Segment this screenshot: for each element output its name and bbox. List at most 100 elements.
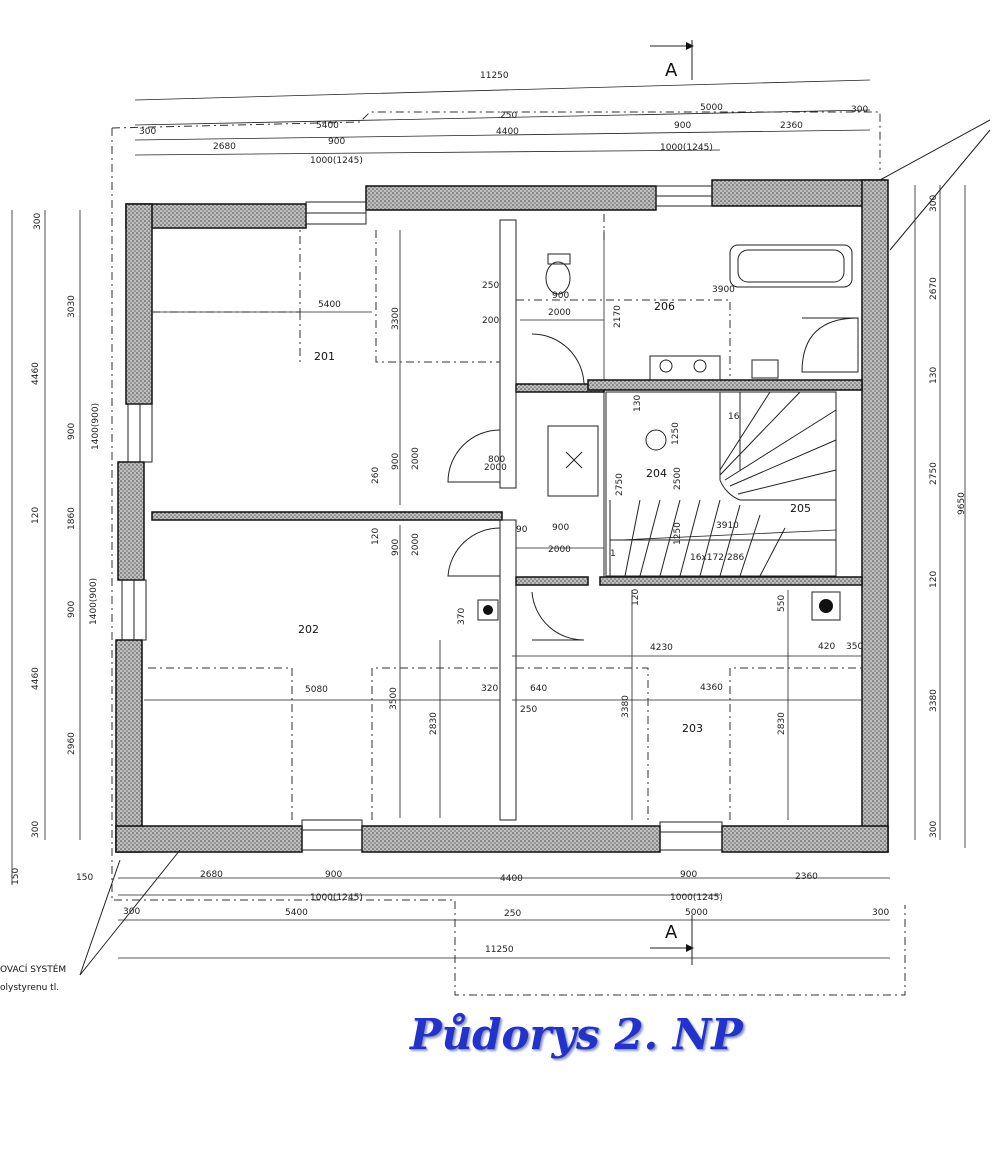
dim-top-win-b: 1000(1245)	[660, 143, 713, 153]
dim-420: 420	[818, 642, 835, 652]
dim-bot-2360: 2360	[795, 872, 818, 882]
dim-r201-height: 3300	[391, 307, 401, 330]
dim-900a: 900	[391, 453, 401, 470]
dim-120: 120	[371, 528, 381, 545]
dim-370: 370	[457, 608, 467, 625]
dim-r206-900: 900	[552, 291, 569, 301]
dim-left-300: 300	[33, 213, 43, 230]
dim-bot-win-a: 1000(1245)	[310, 893, 363, 903]
dim-r206-2000: 2000	[548, 308, 571, 318]
dim-260: 260	[371, 467, 381, 484]
door-swings	[447, 333, 667, 641]
dim-left-300b: 300	[31, 821, 41, 838]
dim-bot-150b: 150	[11, 868, 21, 885]
section-label-bottom: A	[665, 922, 678, 943]
dim-bot-5000: 5000	[685, 908, 708, 918]
note-leaders	[79, 119, 991, 976]
dim-right-3380: 3380	[929, 689, 939, 712]
dim-250: 250	[482, 281, 499, 291]
windows	[121, 185, 723, 851]
dim-r204-3910: 3910	[716, 521, 739, 531]
dim-r204-2500: 2500	[673, 467, 683, 490]
dim-top-win-a: 1000(1245)	[310, 156, 363, 166]
dim-right-9650: 9650	[957, 492, 967, 515]
dim-bot-900b: 900	[680, 870, 697, 880]
stair-steps-label: 16	[728, 412, 740, 422]
dim-r203-4360: 4360	[700, 683, 723, 693]
dim-right-2750: 2750	[929, 462, 939, 485]
dim-320: 320	[481, 684, 498, 694]
dim-2000a: 2000	[411, 447, 421, 470]
dim-left-900b: 900	[67, 601, 77, 618]
dim-left-1860: 1860	[67, 507, 77, 530]
insulation-outline	[111, 111, 906, 996]
dim-bot-300a: 300	[123, 907, 140, 917]
insulation-note-line2: olystyrenu tl.	[0, 983, 59, 993]
dim-left-4460b: 4460	[31, 667, 41, 690]
dim-left-900a: 900	[67, 423, 77, 440]
dim-250b: 250	[520, 705, 537, 715]
dim-r202-5080: 5080	[305, 685, 328, 695]
room-204-label: 204	[646, 467, 667, 480]
dim-r202-2830: 2830	[429, 712, 439, 735]
dim-right-120: 120	[929, 571, 939, 588]
section-label-top: A	[665, 60, 678, 81]
dim-left-2960: 2960	[67, 732, 77, 755]
room-203-label: 203	[682, 722, 703, 735]
dim-top-900b: 900	[674, 121, 691, 131]
dim-top-right: 5000	[700, 103, 723, 113]
dim-bot-2680: 2680	[200, 870, 223, 880]
dim-top-900a: 900	[328, 137, 345, 147]
dim-bot-250: 250	[504, 909, 521, 919]
dim-120b: 120	[631, 589, 641, 606]
dim-200: 200	[482, 316, 499, 326]
dim-top-300a: 300	[139, 127, 156, 137]
dim-350: 350	[846, 642, 863, 652]
dim-top-mid: 250	[500, 111, 517, 121]
dim-bot-win-b: 1000(1245)	[670, 893, 723, 903]
dim-bot-900a: 900	[325, 870, 342, 880]
bathroom-fixtures	[477, 244, 859, 621]
dim-left-1400a: 1400(900)	[91, 403, 101, 450]
dim-right-300b: 300	[929, 821, 939, 838]
dim-r204-130: 130	[633, 395, 643, 412]
room-202-label: 202	[298, 623, 319, 636]
dim-550: 550	[777, 595, 787, 612]
dim-r204-1250b: 1250	[673, 522, 683, 545]
dim-right-300: 300	[929, 195, 939, 212]
exterior-walls	[115, 179, 889, 853]
dim-top-total: 11250	[480, 71, 509, 81]
dim-r204-2000: 2000	[548, 545, 571, 555]
dim-left-120: 120	[31, 507, 41, 524]
dim-r201-width: 5400	[318, 300, 341, 310]
dim-top-2360: 2360	[780, 121, 803, 131]
section-marker-bottom: A	[650, 915, 694, 965]
dim-r203-4230: 4230	[650, 643, 673, 653]
dim-right-2670: 2670	[929, 277, 939, 300]
dim-bot-4400: 4400	[500, 874, 523, 884]
staircase	[605, 391, 837, 577]
dim-r204-90: 90	[516, 525, 528, 535]
door-dim-800: 800	[488, 455, 505, 465]
dim-r204-900: 900	[552, 523, 569, 533]
room-206-label: 206	[654, 300, 675, 313]
room-205-label: 205	[790, 502, 811, 515]
dim-r204-1250a: 1250	[671, 422, 681, 445]
interior-walls	[151, 219, 863, 821]
dim-top-4400: 4400	[496, 127, 519, 137]
dim-right-130: 130	[929, 367, 939, 384]
dim-900b: 900	[391, 539, 401, 556]
dim-top-left: 5400	[316, 121, 339, 131]
dim-2000b: 2000	[411, 533, 421, 556]
dim-top-300b: 300	[851, 105, 868, 115]
dim-r206-3900: 3900	[712, 285, 735, 295]
insulation-note-line1: OVACÍ SYSTÉM	[0, 963, 66, 975]
dim-left-1400b: 1400(900)	[89, 578, 99, 625]
dim-top-2680: 2680	[213, 142, 236, 152]
dim-left-4460a: 4460	[31, 362, 41, 385]
dimension-lines	[11, 79, 966, 959]
dim-bot-300b: 300	[872, 908, 889, 918]
dim-r202-3500: 3500	[389, 687, 399, 710]
room-201-label: 201	[314, 350, 335, 363]
